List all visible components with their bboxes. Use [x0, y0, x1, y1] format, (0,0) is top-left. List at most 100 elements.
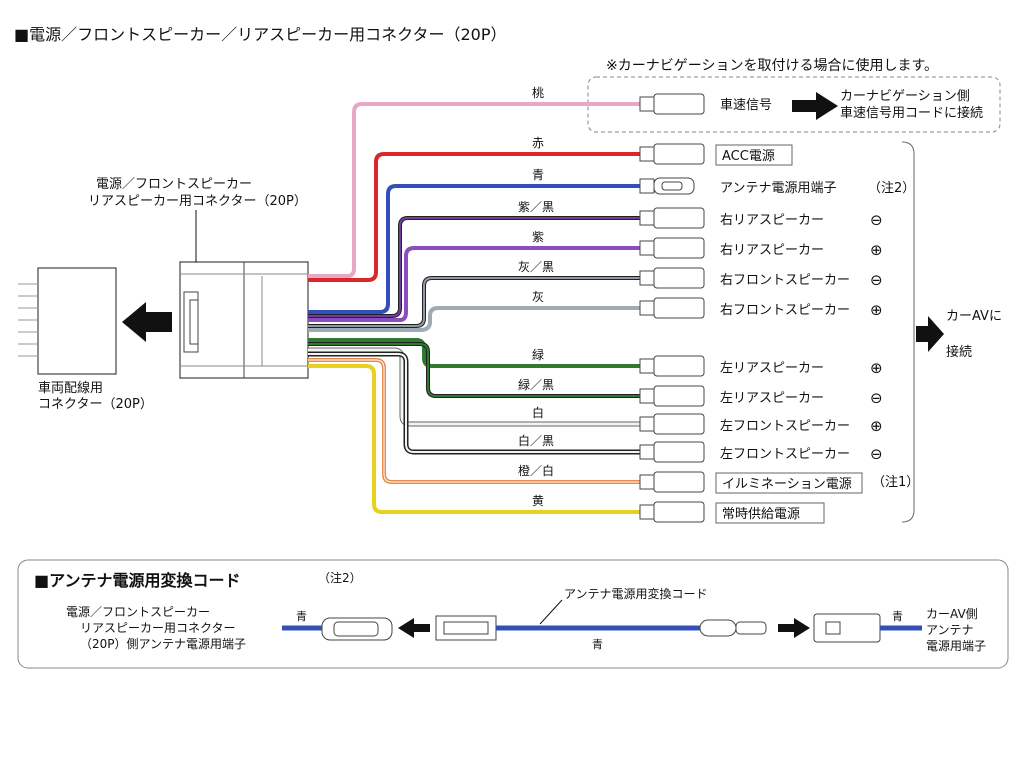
wire-orange-white [308, 358, 640, 484]
wire-white-black [308, 351, 640, 455]
sign-rr-minus: ⊖ [870, 211, 883, 229]
wire-gray [308, 306, 640, 332]
antenna-left-arrow-icon [398, 618, 430, 638]
main-connector [179, 261, 309, 379]
antenna-right-3: 電源用端子 [926, 639, 986, 653]
target-acc: ACC電源 [722, 149, 775, 164]
antenna-section-box [17, 559, 1009, 669]
target-fr-minus: 右フロントスピーカー [720, 273, 850, 288]
wire-label-yellow: 黄 [532, 494, 544, 508]
target-illumination-box [715, 472, 863, 494]
antenna-left-2: リアスピーカー用コネクター [80, 621, 236, 635]
nav-target-line1: カーナビゲーション側 [840, 89, 970, 104]
wire-blue [308, 184, 640, 314]
wire-label-pink: 桃 [532, 85, 544, 100]
antenna-terminal-left [321, 617, 393, 641]
wire-green-black-stripe [308, 343, 640, 397]
antenna-wire-mid-label: 青 [592, 638, 603, 651]
antenna-section-note: （注2） [318, 570, 362, 585]
terminal-white [639, 413, 705, 435]
sign-fl-minus: ⊖ [870, 445, 883, 463]
wire-label-green-black: 緑／黒 [518, 377, 554, 392]
sign-rl-plus: ⊕ [870, 359, 883, 377]
car-av-bracket [901, 141, 915, 523]
target-constant-box [715, 502, 825, 524]
terminal-gray [639, 297, 705, 319]
nav-target-line2: 車速信号用コードに接続 [840, 105, 983, 121]
wire-label-green: 緑 [532, 347, 544, 362]
sign-fr-minus: ⊖ [870, 271, 883, 289]
vehicle-connector-label-1: 車両配線用 [38, 380, 103, 396]
wire-label-gray-black: 灰／黒 [518, 260, 554, 274]
target-acc-box [715, 144, 793, 166]
target-illumination: イルミネーション電源 [722, 477, 852, 492]
target-fr-plus: 右フロントスピーカー [720, 303, 850, 318]
antenna-right-2: アンテナ [926, 623, 974, 637]
terminal-green [639, 355, 705, 377]
terminal-pink [639, 93, 705, 115]
sign-rr-plus: ⊕ [870, 241, 883, 259]
sign-rl-minus: ⊖ [870, 389, 883, 407]
antenna-wire-right-label: 青 [892, 610, 903, 623]
target-rr-minus: 右リアスピーカー [720, 213, 824, 228]
antenna-cord-leader [539, 599, 563, 625]
terminals [639, 93, 705, 523]
wire-purple-black-stripe [308, 217, 640, 317]
main-connector-label-2: リアスピーカー用コネクター（20P） [88, 194, 307, 209]
terminal-yellow [639, 501, 705, 523]
terminal-orange-white [639, 471, 705, 493]
sign-fl-plus: ⊕ [870, 417, 883, 435]
terminal-purple-black [639, 207, 705, 229]
note-1: （注1） [872, 475, 919, 490]
target-constant-power: 常時供給電源 [722, 507, 800, 522]
wire-label-orange-white: 橙／白 [518, 463, 554, 478]
terminal-gray-black [639, 267, 705, 289]
target-fl-minus: 左フロントスピーカー [720, 447, 850, 462]
wire-orange-white-stripe [308, 359, 640, 483]
target-antenna: アンテナ電源用端子 [720, 181, 836, 196]
sign-fr-plus: ⊕ [870, 301, 883, 319]
main-connector-label-1: 電源／フロントスピーカー [96, 177, 252, 192]
left-arrow-icon [122, 302, 172, 342]
car-av-line2: 接続 [946, 344, 972, 360]
wire-label-blue: 青 [532, 168, 544, 182]
terminal-green-black [639, 385, 705, 407]
antenna-conversion-cord [435, 615, 767, 641]
target-fl-plus: 左フロントスピーカー [720, 419, 850, 434]
terminal-white-black [639, 441, 705, 463]
vehicle-connector-label-2: コネクター（20P） [38, 397, 153, 412]
wire-yellow [308, 364, 640, 514]
nav-note: ※カーナビゲーションを取付ける場合に使用します。 [606, 57, 938, 74]
target-rl-minus: 左リアスピーカー [720, 391, 824, 406]
wire-label-purple: 紫 [532, 230, 544, 244]
wire-label-red: 赤 [532, 136, 544, 150]
nav-dashed-box [587, 76, 1001, 133]
wire-red [308, 152, 640, 282]
antenna-left-3: （20P）側アンテナ電源用端子 [80, 637, 246, 651]
wire-purple-black [308, 216, 640, 318]
wire-label-white: 白 [532, 405, 544, 420]
antenna-terminal-right [813, 613, 881, 643]
wire-label-gray: 灰 [532, 290, 544, 304]
page-title: ■電源／フロントスピーカー／リアスピーカー用コネクター（20P） [14, 25, 507, 44]
antenna-section-title: ■アンテナ電源用変換コード [34, 571, 240, 590]
antenna-left-1: 電源／フロントスピーカー [66, 605, 210, 619]
terminal-purple [639, 237, 705, 259]
right-arrow-icon-nav [792, 92, 838, 120]
wire-label-purple-black: 紫／黒 [518, 200, 554, 214]
terminal-blue [639, 177, 695, 195]
wire-gray-black-stripe [308, 277, 640, 327]
target-rr-plus: 右リアスピーカー [720, 243, 824, 258]
wire-pink [308, 102, 640, 278]
vehicle-connector [18, 267, 117, 375]
antenna-cord-label: アンテナ電源用変換コード [564, 586, 708, 601]
wire-label-white-black: 白／黒 [518, 433, 554, 448]
antenna-right-1: カーAV側 [926, 607, 978, 621]
target-speed-signal: 車速信号 [720, 98, 772, 113]
antenna-right-arrow-icon [778, 618, 810, 638]
car-av-line1: カーAVに [946, 309, 1002, 324]
wire-purple [308, 246, 640, 322]
wire-white-black-stripe [308, 353, 640, 453]
note-2: （注2） [868, 181, 915, 196]
